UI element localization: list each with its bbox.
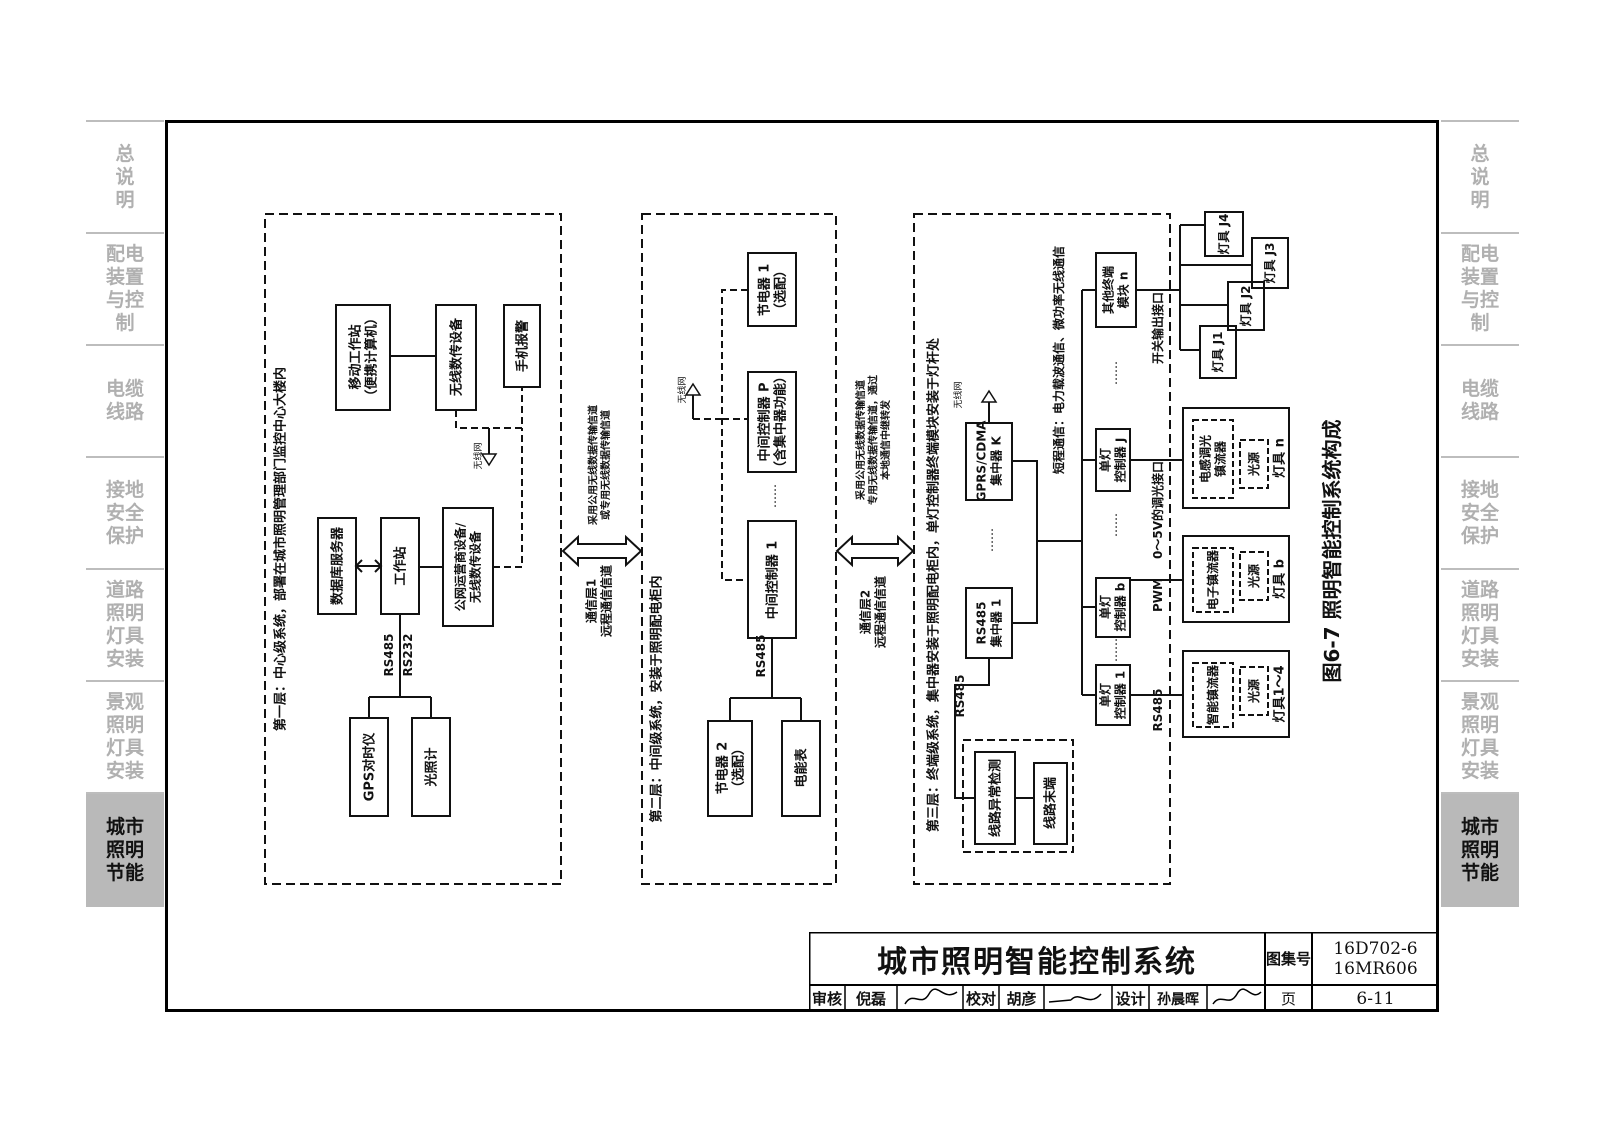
checker-name: 胡彦 — [1006, 990, 1037, 1008]
layer1-title: 第一层：中心级系统，部署在城市照明管理部门监控中心大楼内 — [273, 367, 289, 731]
right-tab-5[interactable]: 景观 照明 灯具 安装 — [1441, 680, 1519, 792]
other-module-box: 其他终端模块 n — [1101, 266, 1131, 314]
workstation-box: 工作站 — [393, 546, 409, 585]
right-tab-6[interactable]: 城市 照明 节能 — [1441, 792, 1519, 907]
designer-name: 孙晨晖 — [1157, 991, 1199, 1008]
atlas-label: 图集号 — [1265, 950, 1311, 968]
side-tabs-left: 总 说 明配电 装置 与控 制电缆 线路接地 安全 保护道路 照明 灯具 安装景… — [86, 120, 164, 907]
right-tab-2[interactable]: 电缆 线路 — [1441, 344, 1519, 456]
reviewer-name: 倪磊 — [855, 990, 886, 1008]
saver1-box: 节电器 1（选配） — [756, 264, 788, 317]
side-tabs-right: 总 说 明配电 装置 与控 制电缆 线路接地 安全 保护道路 照明 灯具 安装景… — [1441, 120, 1519, 907]
atlas-number: 16D702-6 16MR606 — [1333, 938, 1418, 979]
layer1-rs485-label: RS485 — [382, 634, 396, 677]
wireless-data-box: 无线数传设备 — [449, 317, 465, 397]
left-tab-5[interactable]: 景观 照明 灯具 安装 — [86, 680, 164, 792]
left-tab-2[interactable]: 电缆 线路 — [86, 344, 164, 456]
drawing-sheet — [165, 120, 1439, 1012]
database-box: 数据库服务器 — [330, 526, 346, 605]
meter-box: 电能表 — [794, 748, 810, 788]
light-source-b: 光源 — [1246, 564, 1261, 589]
lamp-j4-box: 灯具 J4 — [1216, 214, 1231, 255]
title-block: 城市照明智能控制系统 图集号 16D702-6 16MR606 审核 倪磊 校对… — [809, 932, 1439, 1012]
public-network-box: 公网运营商设备/无线数传设备 — [453, 522, 483, 611]
layer3-rs485-ctrl-label: RS485 — [1151, 689, 1165, 732]
gprs-conc-box: GPRS/CDMA集中器 K — [975, 420, 1004, 502]
gps-box: GPS对时仪 — [362, 732, 378, 802]
lamp-b-label: 灯具 b — [1272, 559, 1288, 599]
right-tab-1[interactable]: 配电 装置 与控 制 — [1441, 232, 1519, 344]
pwm-label: PWM — [1151, 578, 1165, 612]
left-tab-0[interactable]: 总 说 明 — [86, 120, 164, 232]
dim-ballast-box: 电感调光镇流器 — [1198, 435, 1228, 483]
check-label: 校对 — [965, 990, 996, 1008]
right-tab-0[interactable]: 总 说 明 — [1441, 120, 1519, 232]
short-range-label: 短程通信：电力载波通信、微功率无线通信 — [1051, 246, 1066, 474]
page-label: 页 — [1280, 990, 1296, 1008]
right-tab-3[interactable]: 接地 安全 保护 — [1441, 456, 1519, 568]
lamp-n-label: 灯具 n — [1272, 438, 1288, 478]
lamp-j2-box: 灯具 J2 — [1238, 286, 1253, 327]
left-tab-6[interactable]: 城市 照明 节能 — [86, 792, 164, 907]
layer3-title: 第三层：终端级系统，集中器安装于照明配电柜内，单灯控制器终端模块安装于灯杆处 — [926, 337, 942, 832]
channel1-title: 通信层1远程通信信道 — [584, 565, 614, 637]
drawing-title: 城市照明智能控制系统 — [877, 944, 1197, 980]
channel1-note: 采用公用无线数据传输信道或专用无线数据传输信道 — [586, 405, 612, 526]
smart-ballast-box: 智能镇流器 — [1205, 664, 1220, 726]
controller1-box: 中间控制器 1 — [765, 541, 781, 620]
channel2-title: 通信层2远程通信信道 — [858, 576, 888, 648]
rs485-conc-box: RS485集中器 1 — [975, 599, 1004, 649]
lamp-j3-box: 灯具 J3 — [1262, 243, 1277, 284]
left-tab-1[interactable]: 配电 装置 与控 制 — [86, 232, 164, 344]
saver2-box: 节电器 2（选配） — [714, 742, 746, 795]
phone-alarm-box: 手机报警 — [515, 320, 531, 372]
figure-caption: 图6-7 照明智能控制系统构成 — [1320, 419, 1344, 682]
right-tab-4[interactable]: 道路 照明 灯具 安装 — [1441, 568, 1519, 680]
controller-p-box: 中间控制器 P（含集中器功能） — [756, 370, 788, 474]
layer1-rs232-label: RS232 — [401, 634, 415, 677]
left-tab-4[interactable]: 道路 照明 灯具 安装 — [86, 568, 164, 680]
channel2-note: 采用公用无线数据传输信道专用无线数据传输信道，通过本地通信中继转发 — [854, 375, 892, 505]
mobile-station-box: 移动工作站（便携计算机） — [347, 311, 379, 402]
switch-output-label: 开关输出接口 — [1150, 292, 1165, 364]
layer2-dots: …… — [765, 484, 779, 508]
elec-ballast-box: 电子镇流器 — [1205, 549, 1220, 610]
layer3-rs485-conc-label: RS485 — [953, 675, 967, 718]
lamp-j1-box: 灯具 J1 — [1210, 332, 1225, 373]
ctrl-b-box: 单灯控制器 b — [1098, 582, 1128, 631]
review-label: 审核 — [811, 990, 842, 1008]
layer2-rs485-label: RS485 — [754, 635, 768, 678]
layer3-wireless-label: 无线网 — [952, 381, 964, 408]
design-label: 设计 — [1115, 990, 1146, 1008]
line-detect-box: 线路异常检测 — [988, 759, 1004, 837]
layer1-wireless-label: 无线网 — [472, 442, 484, 469]
light-source-1: 光源 — [1246, 679, 1261, 704]
title-block-grid — [809, 932, 1439, 1012]
page-number: 6-11 — [1356, 988, 1395, 1009]
layer3-dots-3: …… — [1106, 638, 1120, 662]
lamp-1-4-label: 灯具1～4 — [1272, 665, 1288, 722]
layer3-dots-conc: …… — [982, 528, 996, 552]
light-meter-box: 光照计 — [424, 747, 440, 787]
ctrl-j-box: 单灯控制器 J — [1098, 438, 1128, 483]
layer2-wireless-label: 无线网 — [676, 376, 688, 403]
line-end-box: 线路末端 — [1043, 777, 1059, 829]
layer2-title: 第二层：中间级系统，安装于照明配电柜内 — [649, 575, 665, 822]
dim-0-5v-label: 0～5V的调光接口 — [1150, 461, 1165, 559]
light-source-n: 光源 — [1246, 452, 1261, 477]
ctrl-1-box: 单灯控制器 1 — [1098, 671, 1128, 720]
left-tab-3[interactable]: 接地 安全 保护 — [86, 456, 164, 568]
layer3-dots-2: …… — [1106, 513, 1120, 537]
layer3-dots-1: …… — [1106, 361, 1120, 385]
